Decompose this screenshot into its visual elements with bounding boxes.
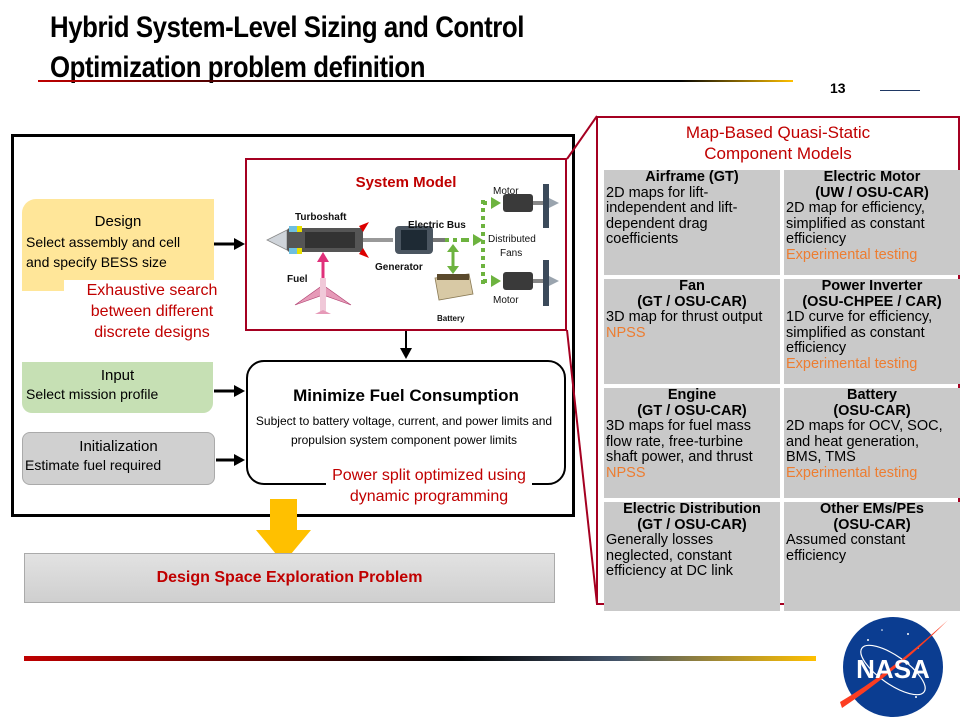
footer-gradient-rule <box>24 656 816 661</box>
bus-arrow-motor-top <box>491 197 501 209</box>
exhaustive-search-note: Exhaustive search between different disc… <box>64 280 240 343</box>
power-split-note-line1: Power split optimized using <box>332 467 526 484</box>
cell-body: 3D maps for fuel mass flow rate, free-tu… <box>606 418 753 465</box>
slide-title-line1: Hybrid System-Level Sizing and Control <box>50 11 524 44</box>
label-motor-bottom: Motor <box>493 295 519 306</box>
slide-title-line2: Optimization problem definition <box>50 51 426 84</box>
cell-title: Battery <box>847 388 897 403</box>
model-cell-airframe: Airframe (GT) 2D maps for lift-independe… <box>604 170 780 275</box>
cell-org: (OSU-CAR) <box>833 402 911 419</box>
cell-source: Experimental testing <box>786 464 918 481</box>
battery-link-arrow <box>447 244 459 274</box>
generator-icon <box>395 226 445 254</box>
slide-number-rule <box>880 90 920 91</box>
bus-arrow-motor-bottom <box>491 275 501 287</box>
bus-arrow-head <box>473 234 483 246</box>
model-cell-other-ems-pes: Other EMs/PEs (OSU-CAR) Assumed constant… <box>784 502 960 611</box>
fan-top-icon <box>543 184 559 228</box>
input-box: Input Select mission profile <box>22 362 213 413</box>
battery-icon <box>434 273 474 301</box>
cell-body: 2D map for efficiency, simplified as con… <box>786 200 925 247</box>
model-cell-electric-motor: Electric Motor (UW / OSU-CAR) 2D map for… <box>784 170 960 275</box>
cell-title: Airframe (GT) <box>645 170 739 185</box>
design-box: Design Select assembly and cell and spec… <box>22 199 214 291</box>
turboshaft-icon <box>266 222 393 258</box>
system-model-diagram <box>266 184 559 314</box>
input-title: Input <box>100 367 135 384</box>
cell-body: 3D map for thrust output <box>606 309 763 325</box>
slide-number: 13 <box>830 80 846 96</box>
cell-org: (OSU-CAR) <box>833 516 911 533</box>
component-models-title: Map-Based Quasi-Static Component Models <box>598 122 958 164</box>
cell-source: NPSS <box>606 324 646 341</box>
design-title: Design <box>94 213 142 230</box>
label-battery: Battery <box>437 314 465 323</box>
exhaustive-note-line2: between different <box>90 303 214 320</box>
cell-body: 2D maps for OCV, SOC, and heat generatio… <box>786 418 943 465</box>
cell-title: Electric Motor <box>823 170 921 185</box>
minimize-fuel-box: Minimize Fuel Consumption Subject to bat… <box>246 360 566 485</box>
component-models-title-line2: Component Models <box>704 144 852 163</box>
cell-source: Experimental testing <box>786 355 918 372</box>
cell-body: Generally losses neglected, constant eff… <box>606 532 734 579</box>
model-cell-engine: Engine (GT / OSU-CAR) 3D maps for fuel m… <box>604 388 780 498</box>
fan-bottom-icon <box>543 260 559 306</box>
cell-title: Other EMs/PEs <box>820 502 924 517</box>
cell-org: (GT / OSU-CAR) <box>637 516 747 533</box>
cell-source: Experimental testing <box>786 246 918 263</box>
nasa-logo-text: NASA <box>856 654 930 684</box>
label-fans: Fans <box>500 248 523 259</box>
design-space-exploration-label: Design Space Exploration Problem <box>156 569 423 586</box>
exhaustive-note-line1: Exhaustive search <box>86 282 218 299</box>
model-cell-power-inverter: Power Inverter (OSU-CHPEE / CAR) 1D curv… <box>784 279 960 384</box>
cell-body: 2D maps for lift-independent and lift-de… <box>606 184 738 247</box>
input-body: Select mission profile <box>26 386 159 402</box>
cell-org: (OSU-CHPEE / CAR) <box>802 293 942 310</box>
cell-title: Power Inverter <box>821 279 923 294</box>
cell-org: (GT / OSU-CAR) <box>637 402 747 419</box>
initialization-body: Estimate fuel required <box>25 457 162 473</box>
cell-body: Assumed constant efficiency <box>786 532 906 564</box>
cell-title: Engine <box>667 388 717 403</box>
cell-body: 1D curve for efficiency, simplified as c… <box>786 309 933 356</box>
power-split-note-line2: dynamic programming <box>349 488 509 505</box>
label-fuel: Fuel <box>287 274 308 285</box>
cell-org: (UW / OSU-CAR) <box>815 184 929 201</box>
motor-top-icon <box>503 194 547 212</box>
motor-bottom-icon <box>503 272 547 290</box>
nasa-logo-icon: NASA <box>840 617 948 717</box>
minimize-title: Minimize Fuel Consumption <box>293 386 519 405</box>
label-electric-bus: Electric Bus <box>408 220 466 231</box>
component-models-title-line1: Map-Based Quasi-Static <box>685 123 871 142</box>
aircraft-icon <box>294 278 352 314</box>
slide-title: Hybrid System-Level Sizing and Control O… <box>50 8 524 88</box>
cell-title: Fan <box>679 279 705 294</box>
model-cell-battery: Battery (OSU-CAR) 2D maps for OCV, SOC, … <box>784 388 960 498</box>
cell-org: (GT / OSU-CAR) <box>637 293 747 310</box>
cell-source: NPSS <box>606 464 646 481</box>
label-turboshaft: Turboshaft <box>295 212 347 223</box>
model-cell-fan: Fan (GT / OSU-CAR) 3D map for thrust out… <box>604 279 780 384</box>
title-underline <box>38 80 793 82</box>
component-models-box: Map-Based Quasi-Static Component Models … <box>596 116 960 611</box>
label-generator: Generator <box>375 262 423 273</box>
model-cell-electric-distribution: Electric Distribution (GT / OSU-CAR) Gen… <box>604 502 780 611</box>
power-split-note: Power split optimized using dynamic prog… <box>326 465 532 507</box>
system-model-box: System Model <box>245 158 567 331</box>
initialization-title: Initialization <box>79 438 158 455</box>
label-motor-top: Motor <box>493 186 519 197</box>
cell-title: Electric Distribution <box>623 502 761 517</box>
component-models-grid: Airframe (GT) 2D maps for lift-independe… <box>604 170 960 611</box>
exhaustive-note-line3: discrete designs <box>94 324 210 341</box>
design-body-line2: and specify BESS size <box>26 254 167 270</box>
design-space-exploration-box: Design Space Exploration Problem <box>24 553 555 603</box>
minimize-constraints: Subject to battery voltage, current, and… <box>255 414 553 447</box>
system-model-title: System Model <box>355 174 457 191</box>
initialization-box: Initialization Estimate fuel required <box>22 432 215 485</box>
design-body-line1: Select assembly and cell <box>26 234 181 250</box>
label-distributed: Distributed <box>488 234 536 245</box>
